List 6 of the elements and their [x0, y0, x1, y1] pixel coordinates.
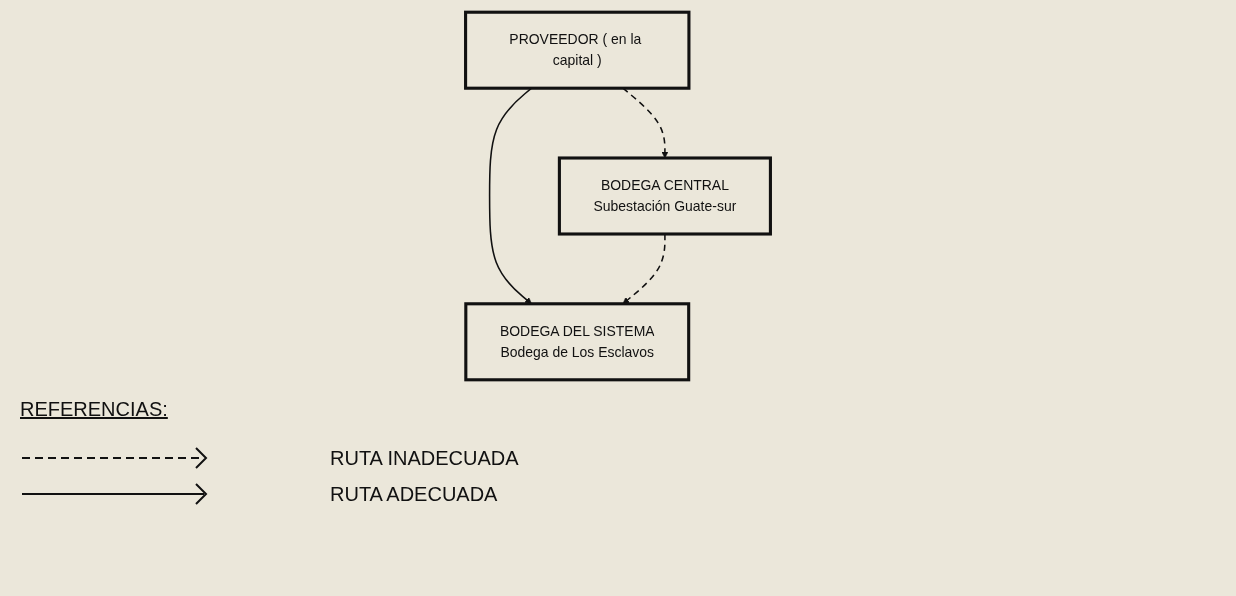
legend-heading: REFERENCIAS: [20, 398, 168, 421]
node-box: PROVEEDOR ( en la capital ) [464, 10, 691, 90]
legend-text: RUTA INADECUADA [330, 446, 519, 470]
legend-text: RUTA ADECUADA [330, 482, 498, 506]
node-box: BODEGA CENTRAL Subestación Guate-sur [557, 156, 772, 236]
node-box: BODEGA DEL SISTEMA Bodega de Los Esclavos [464, 302, 691, 382]
